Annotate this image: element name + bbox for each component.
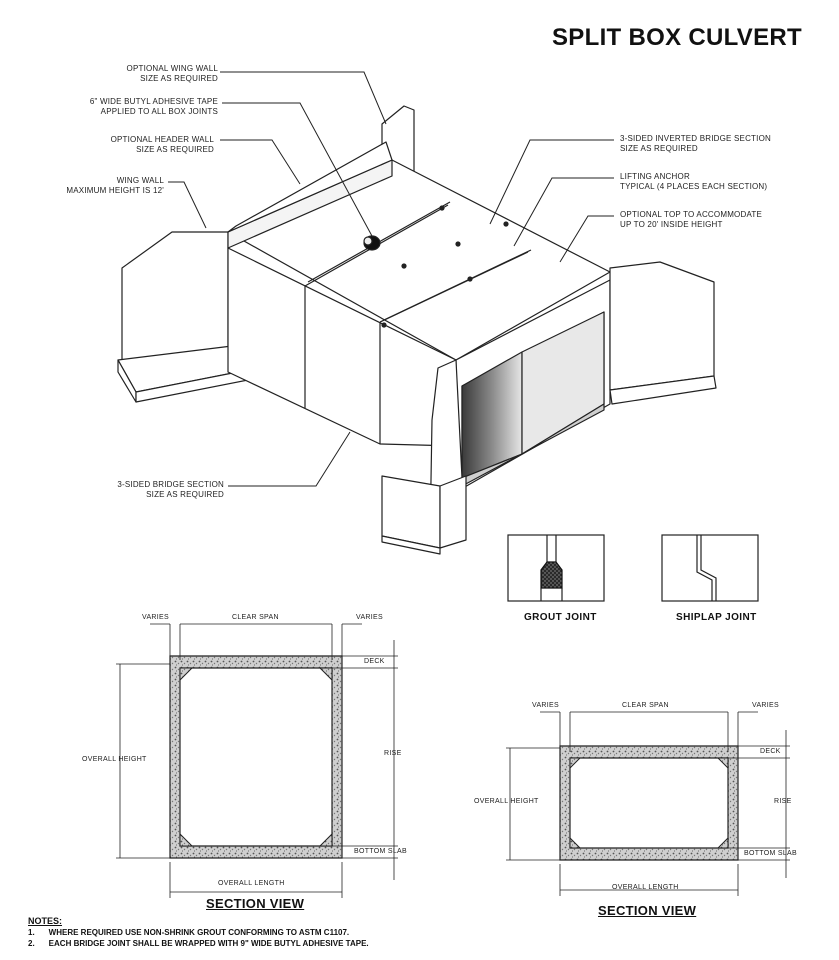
right-wing-wall bbox=[609, 261, 717, 405]
note-number: 2. bbox=[28, 939, 35, 948]
callout-line: SIZE AS REQUIRED bbox=[136, 145, 214, 154]
callout-line: 3-SIDED INVERTED BRIDGE SECTION bbox=[620, 134, 771, 143]
callout-line: SIZE AS REQUIRED bbox=[146, 490, 224, 499]
left-bottom-slab: BOTTOM SLAB bbox=[354, 848, 407, 855]
left-rise: RISE bbox=[384, 750, 402, 757]
isometric-culvert bbox=[117, 105, 717, 555]
right-section-view bbox=[506, 711, 790, 896]
callout-line: SIZE AS REQUIRED bbox=[140, 74, 218, 83]
callout-line: OPTIONAL TOP TO ACCOMMODATE bbox=[620, 210, 763, 219]
callout-line: SIZE AS REQUIRED bbox=[620, 144, 698, 153]
front-wing-wall bbox=[381, 359, 467, 555]
callout-line: OPTIONAL WING WALL bbox=[126, 64, 218, 73]
note-number: 1. bbox=[28, 928, 35, 937]
left-overall-length: OVERALL LENGTH bbox=[218, 880, 285, 887]
callout-line: LIFTING ANCHOR bbox=[620, 172, 690, 181]
drawing-title: SPLIT BOX CULVERT bbox=[552, 24, 802, 51]
notes-block: NOTES: 1. WHERE REQUIRED USE NON-SHRINK … bbox=[28, 916, 369, 949]
top-deck bbox=[227, 141, 611, 361]
right-section-caption: SECTION VIEW bbox=[598, 903, 697, 918]
side-face bbox=[227, 247, 457, 447]
callout-inverted-bridge-section: 3-SIDED INVERTED BRIDGE SECTION SIZE AS … bbox=[620, 134, 771, 154]
right-overall-height: OVERALL HEIGHT bbox=[474, 798, 539, 805]
leader-lines bbox=[168, 71, 614, 487]
callout-lifting-anchor: LIFTING ANCHOR TYPICAL (4 PLACES EACH SE… bbox=[620, 172, 767, 192]
right-clear-span: CLEAR SPAN bbox=[622, 702, 669, 709]
left-deck: DECK bbox=[364, 658, 385, 665]
right-rise: RISE bbox=[774, 798, 792, 805]
note-item: 1. WHERE REQUIRED USE NON-SHRINK GROUT C… bbox=[28, 927, 369, 938]
callout-butyl-tape: 6" WIDE BUTYL ADHESIVE TAPE APPLIED TO A… bbox=[66, 97, 218, 117]
left-section-view bbox=[116, 623, 398, 898]
callout-optional-wing-wall: OPTIONAL WING WALL SIZE AS REQUIRED bbox=[106, 64, 218, 84]
callout-line: UP TO 20' INSIDE HEIGHT bbox=[620, 220, 723, 229]
callout-line: OPTIONAL HEADER WALL bbox=[110, 135, 214, 144]
callout-line: MAXIMUM HEIGHT IS 12' bbox=[66, 186, 164, 195]
notes-heading: NOTES: bbox=[28, 916, 63, 926]
grout-joint-detail bbox=[507, 534, 605, 602]
note-text: EACH BRIDGE JOINT SHALL BE WRAPPED WITH … bbox=[48, 939, 369, 948]
callout-line: TYPICAL (4 PLACES EACH SECTION) bbox=[620, 182, 768, 191]
callout-optional-top: OPTIONAL TOP TO ACCOMMODATE UP TO 20' IN… bbox=[620, 210, 762, 230]
note-text: WHERE REQUIRED USE NON-SHRINK GROUT CONF… bbox=[48, 928, 350, 937]
callout-line: WING WALL bbox=[116, 176, 164, 185]
callout-header-wall: OPTIONAL HEADER WALL SIZE AS REQUIRED bbox=[86, 135, 214, 155]
left-overall-height: OVERALL HEIGHT bbox=[82, 756, 147, 763]
shiplap-joint-label: SHIPLAP JOINT bbox=[676, 612, 757, 623]
callout-bridge-section: 3-SIDED BRIDGE SECTION SIZE AS REQUIRED bbox=[96, 480, 224, 500]
left-varies-right: VARIES bbox=[356, 614, 383, 621]
callout-line: 6" WIDE BUTYL ADHESIVE TAPE bbox=[89, 97, 218, 106]
callout-wing-wall-max: WING WALL MAXIMUM HEIGHT IS 12' bbox=[48, 176, 164, 196]
left-wing-wall bbox=[117, 231, 249, 403]
left-clear-span: CLEAR SPAN bbox=[232, 614, 279, 621]
right-deck: DECK bbox=[760, 748, 781, 755]
callout-line: 3-SIDED BRIDGE SECTION bbox=[117, 480, 224, 489]
left-varies-left: VARIES bbox=[142, 614, 169, 621]
right-bottom-slab: BOTTOM SLAB bbox=[744, 850, 797, 857]
butyl-tape-roll bbox=[363, 235, 381, 251]
note-item: 2. EACH BRIDGE JOINT SHALL BE WRAPPED WI… bbox=[28, 938, 369, 949]
grout-joint-label: GROUT JOINT bbox=[524, 612, 597, 623]
right-varies-left: VARIES bbox=[532, 702, 559, 709]
right-varies-right: VARIES bbox=[752, 702, 779, 709]
callout-line: APPLIED TO ALL BOX JOINTS bbox=[100, 107, 218, 116]
shiplap-joint-detail bbox=[661, 534, 759, 602]
left-section-caption: SECTION VIEW bbox=[206, 896, 305, 911]
right-overall-length: OVERALL LENGTH bbox=[612, 884, 679, 891]
